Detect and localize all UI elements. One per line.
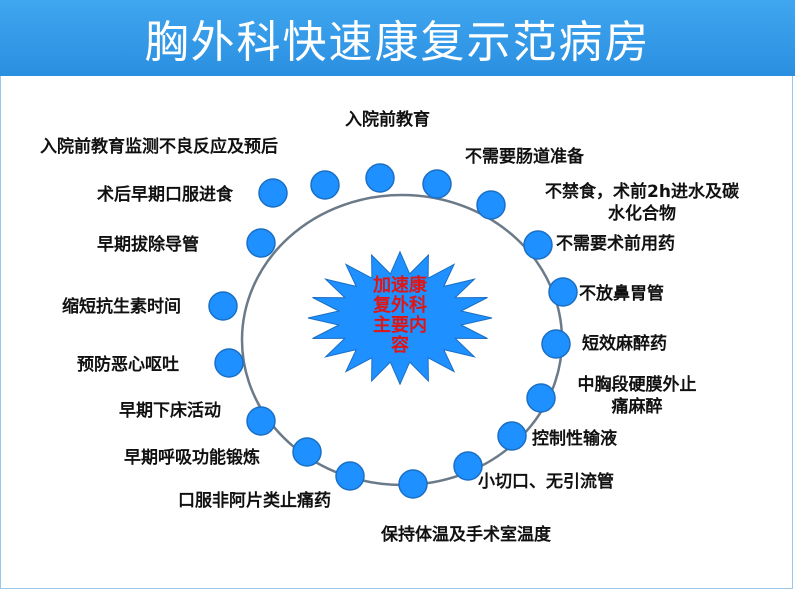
center-line-1: 加速康	[373, 275, 427, 296]
item-label: 早期拔除导管	[97, 235, 199, 255]
page-title: 胸外科快速康复示范病房	[144, 17, 651, 68]
center-line-2: 复外科	[373, 295, 427, 316]
item-label: 早期呼吸功能锻炼	[124, 448, 260, 468]
node-dot	[398, 469, 428, 499]
item-label: 早期下床活动	[119, 401, 221, 421]
item-label: 口服非阿片类止痛药	[178, 491, 331, 511]
node-dot	[258, 178, 288, 208]
item-label: 小切口、无引流管	[478, 472, 614, 492]
item-label: 入院前教育	[345, 110, 430, 130]
item-label: 中胸段硬膜外止 痛麻醉	[577, 375, 697, 417]
item-label: 不需要术前用药	[556, 234, 675, 254]
item-label: 控制性输液	[532, 429, 617, 449]
item-label: 缩短抗生素时间	[62, 297, 181, 317]
center-line-3: 主要内	[373, 315, 427, 336]
node-dot	[292, 437, 322, 467]
item-label: 术后早期口服进食	[97, 185, 233, 205]
item-label: 不禁食，术前2h进水及碳 水化合物	[545, 182, 739, 224]
node-dot	[526, 383, 556, 413]
node-dot	[310, 170, 340, 200]
node-dot	[497, 421, 527, 451]
center-label: 加速康 复外科 主要内 容	[355, 276, 445, 356]
node-dot	[453, 451, 483, 481]
node-dot	[523, 230, 553, 260]
center-starburst-icon	[307, 250, 493, 386]
center-line-4: 容	[391, 335, 409, 356]
node-dot	[335, 461, 365, 491]
item-label: 入院前教育监测不良反应及预后	[40, 137, 278, 157]
node-dot	[422, 169, 452, 199]
node-dot	[365, 163, 395, 193]
node-dot	[246, 406, 276, 436]
header-bar: 胸外科快速康复示范病房	[0, 0, 795, 76]
node-dot	[246, 228, 276, 258]
item-label: 保持体温及手术室温度	[381, 525, 551, 545]
item-label: 不需要肠道准备	[465, 147, 584, 167]
item-label: 短效麻醉药	[582, 334, 667, 354]
node-dot	[541, 329, 571, 359]
item-label: 预防恶心呕吐	[77, 355, 179, 375]
item-label: 不放鼻胃管	[579, 284, 664, 304]
node-dot	[548, 277, 578, 307]
dot-group	[208, 163, 578, 499]
node-dot	[208, 291, 238, 321]
node-dot	[476, 190, 506, 220]
node-dot	[214, 348, 244, 378]
